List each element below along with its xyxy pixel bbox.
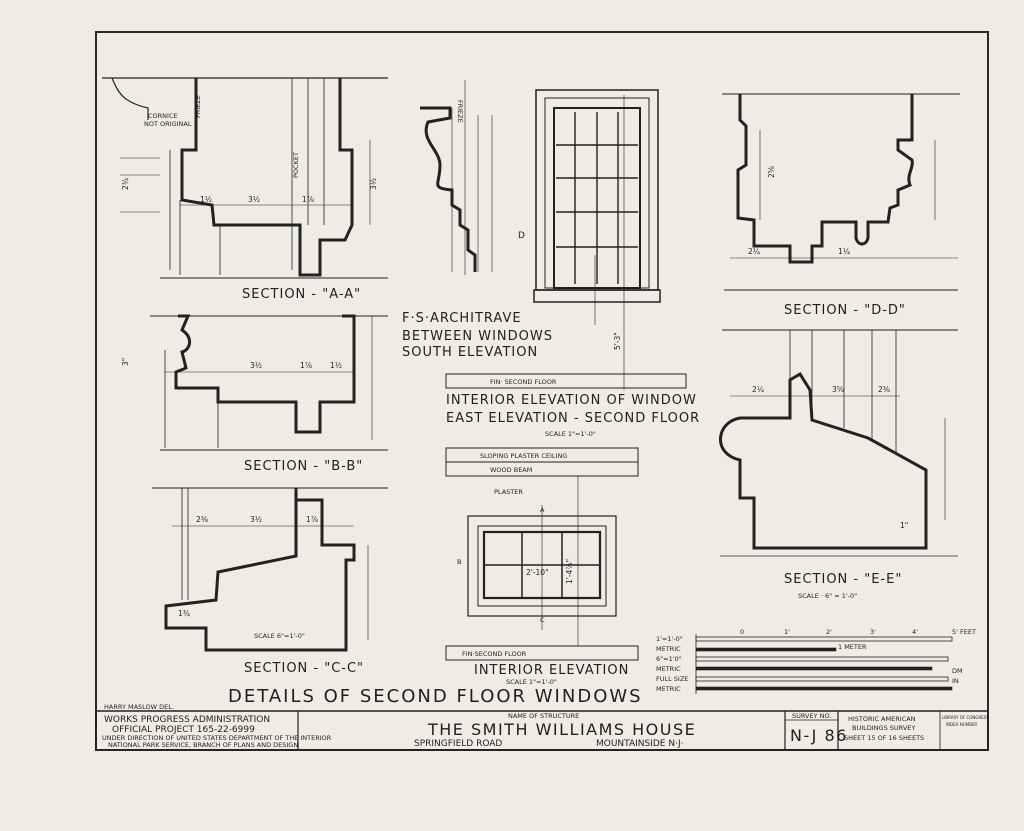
architrave-profile [420,80,493,275]
frieze-note: FRIEZE [194,95,202,118]
architrave-title-2: BETWEEN WINDOWS [402,329,553,344]
label-d: D [518,231,525,241]
label-c: C [540,616,545,624]
main-title: DETAILS OF SECOND FLOOR WINDOWS [228,686,643,707]
dim-cc-1: 2⅜ [196,515,208,524]
library-line-2: INDEX NUMBER [946,722,977,727]
scale-row-4: METRIC [656,665,681,673]
scale-tick-1: 1' [784,628,790,636]
dim-bb-3: 1½ [330,361,342,370]
project-line: OFFICIAL PROJECT 165-22-6999 [112,725,255,735]
label-a: A [540,506,545,514]
scale-meter: 1 METER [838,643,867,651]
wpa-line: WORKS PROGRESS ADMINISTRATION [104,715,270,725]
fin-floor-note-2: FIN·SECOND FLOOR [462,650,527,658]
dim-cc-3: 1⅞ [306,515,318,524]
window-elevation [533,89,661,390]
scale-tick-2: 2' [826,628,832,636]
habs-line-2: BUILDINGS SURVEY [852,724,915,732]
scale-tick-5: 5' FEET [952,628,976,636]
survey-label: SURVEY NO. [792,712,831,720]
dim-int-1: 2'-10" [526,568,549,577]
dim-window-height: 5'-3" [613,332,622,350]
ee-scale: SCALE · 6" = 1'-0" [798,592,857,600]
dim-ee-4: 1" [900,521,908,530]
label-b: B [457,558,461,566]
direction-line-1: UNDER DIRECTION OF UNITED STATES DEPARTM… [102,734,332,742]
dim-bb-2: 1⅞ [300,361,312,370]
int-elev-title: INTERIOR ELEVATION [474,663,629,678]
structure-name: THE SMITH WILLIAMS HOUSE [427,720,696,739]
dim-cc-2: 3½ [250,515,262,524]
title-block [95,710,989,751]
fin-floor-band [445,373,687,389]
scale-row-1: 1'=1'-0" [656,635,683,643]
fin-floor-note: FIN· SECOND FLOOR [490,378,557,386]
section-ee [719,329,958,557]
architrave-title-3: SOUTH ELEVATION [402,345,538,360]
section-cc [152,487,388,652]
scale-row-3: 6"=1'0" [656,655,682,663]
survey-number: N-J 86 [790,726,848,745]
dim-ee-2: 3⅝ [832,385,844,394]
dim-int-2: 1'-4⅞" [565,559,574,584]
dim-aa-3: 1½ [200,195,212,204]
dim-aa-2: 1⅞ [302,195,314,204]
dim-cc-4: 1¾ [178,609,191,618]
section-dd [722,93,960,291]
section-aa-title: SECTION - "A-A" [242,287,361,302]
habs-line-1: HISTORIC AMERICAN [848,715,916,723]
road-line: SPRINGFIELD ROAD [414,739,502,749]
pocket-note: POCKET [292,152,300,178]
section-bb-title: SECTION - "B-B" [244,459,363,474]
town-line: MOUNTAINSIDE N·J· [596,739,683,749]
int-elev-scale: SCALE 1"=1'-0" [506,678,557,686]
scale-dm: DM [952,667,963,675]
section-ee-title: SECTION - "E-E" [784,572,902,587]
dim-bb-1: 3½ [250,361,262,370]
section-cc-title: SECTION - "C-C" [244,661,364,676]
delineator: HARRY MASLOW DEL. [104,703,174,711]
scale-tick-3: 3' [870,628,876,636]
graphic-scales [695,634,953,694]
sloping-note: SLOPING PLASTER CEILING [480,452,567,460]
frieze-vertical-note: FRIEZE [456,100,464,123]
dim-aa-5: 3½ [369,178,378,190]
cornice-note: CORNICE [148,112,178,120]
dim-aa-1: 3½ [248,195,260,204]
architrave-title-1: F·S·ARCHITRAVE [402,311,522,326]
structure-label: NAME OF STRUCTURE [508,712,579,720]
dim-aa-4: 2¾ [121,177,130,190]
sheet-of: SHEET 15 OF 16 SHEETS [844,734,924,742]
scale-in: IN [952,677,959,685]
dim-dd-2: 1¼ [838,247,851,256]
int-window-title-2: EAST ELEVATION - SECOND FLOOR [446,411,700,426]
scale-row-2: METRIC [656,645,681,653]
int-window-title-1: INTERIOR ELEVATION OF WINDOW [446,393,697,408]
scale-row-5: FULL SIZE [656,675,688,683]
plaster-note: PLASTER [494,488,523,496]
int-window-scale: SCALE 1"=1'-0" [545,430,596,438]
direction-line-2: NATIONAL PARK SERVICE, BRANCH OF PLANS A… [108,741,298,749]
dim-ee-3: 2⅜ [878,385,890,394]
interior-elevation [445,447,639,661]
not-original-note: NOT ORIGINAL [144,120,192,128]
wood-beam-note: WOOD BEAM [490,466,532,474]
dim-dd-1: 2¼ [748,247,761,256]
scale-tick-0: 0 [740,628,744,636]
cc-scale: SCALE 6"=1'-0" [254,632,305,640]
section-dd-title: SECTION - "D-D" [784,303,906,318]
dim-dd-3: 2⅝ [767,166,776,178]
section-aa [102,77,388,279]
dim-ee-1: 2¼ [752,385,765,394]
library-line-1: LIBRARY OF CONGRESS [942,715,989,720]
section-bb [150,314,388,451]
scale-row-6: METRIC [656,685,681,693]
dim-bb-4: 3" [121,358,130,366]
scale-tick-4: 4' [912,628,918,636]
